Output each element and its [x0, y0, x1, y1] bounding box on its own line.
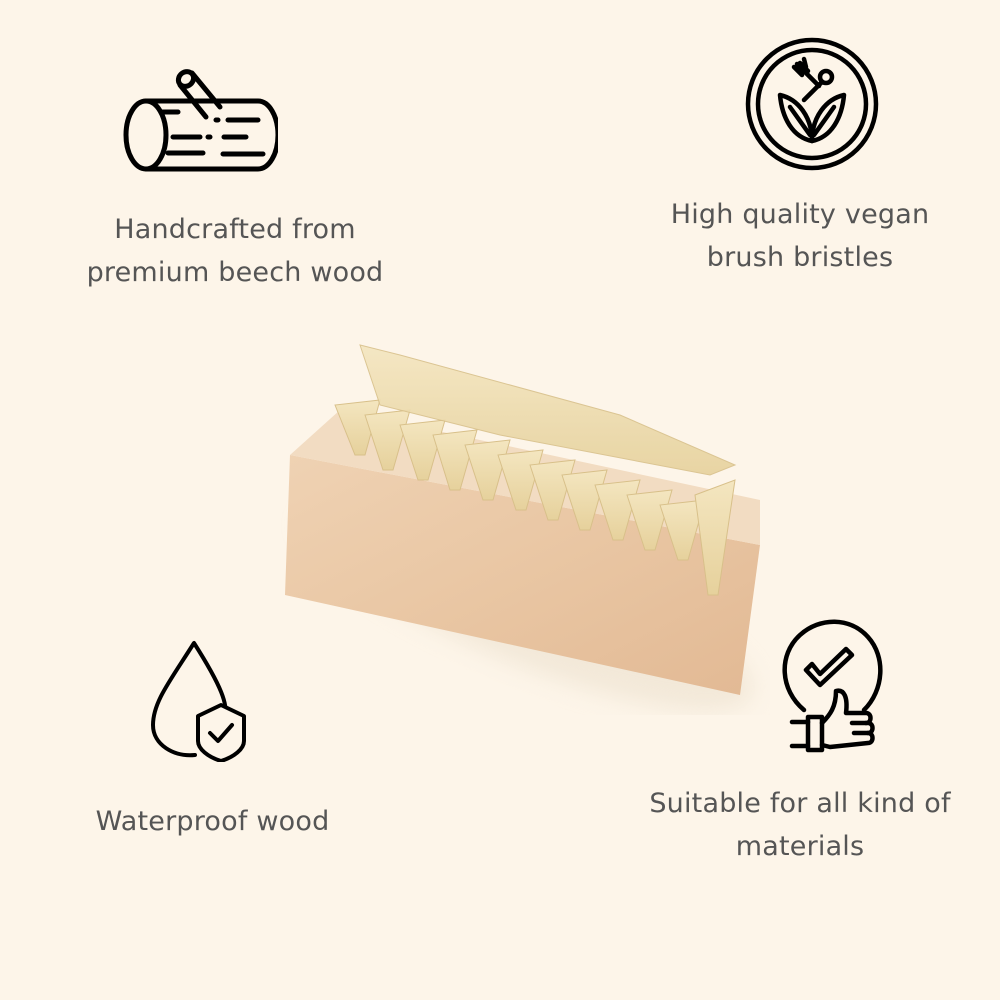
product-brush-image [270, 305, 770, 719]
feature-handcrafted: Handcrafted from premium beech wood [60, 208, 410, 294]
feature-label-line: Suitable for all kind of [649, 788, 951, 819]
feature-waterproof: Waterproof wood [60, 800, 365, 843]
feature-vegan-bristles: High quality vegan brush bristles [630, 193, 970, 279]
feature-label-line: Waterproof wood [95, 806, 330, 837]
log-icon [118, 65, 278, 180]
vegan-leaf-cutlery-icon [742, 37, 882, 172]
feature-materials: Suitable for all kind of materials [620, 782, 980, 868]
feature-label-line: High quality vegan [670, 199, 930, 230]
thumbs-up-check-icon [780, 615, 885, 755]
feature-label-line: brush bristles [706, 242, 894, 273]
feature-label-line: materials [735, 831, 865, 862]
water-drop-shield-icon [150, 637, 250, 762]
feature-label-line: premium beech wood [86, 257, 384, 288]
feature-label-line: Handcrafted from [114, 214, 356, 245]
